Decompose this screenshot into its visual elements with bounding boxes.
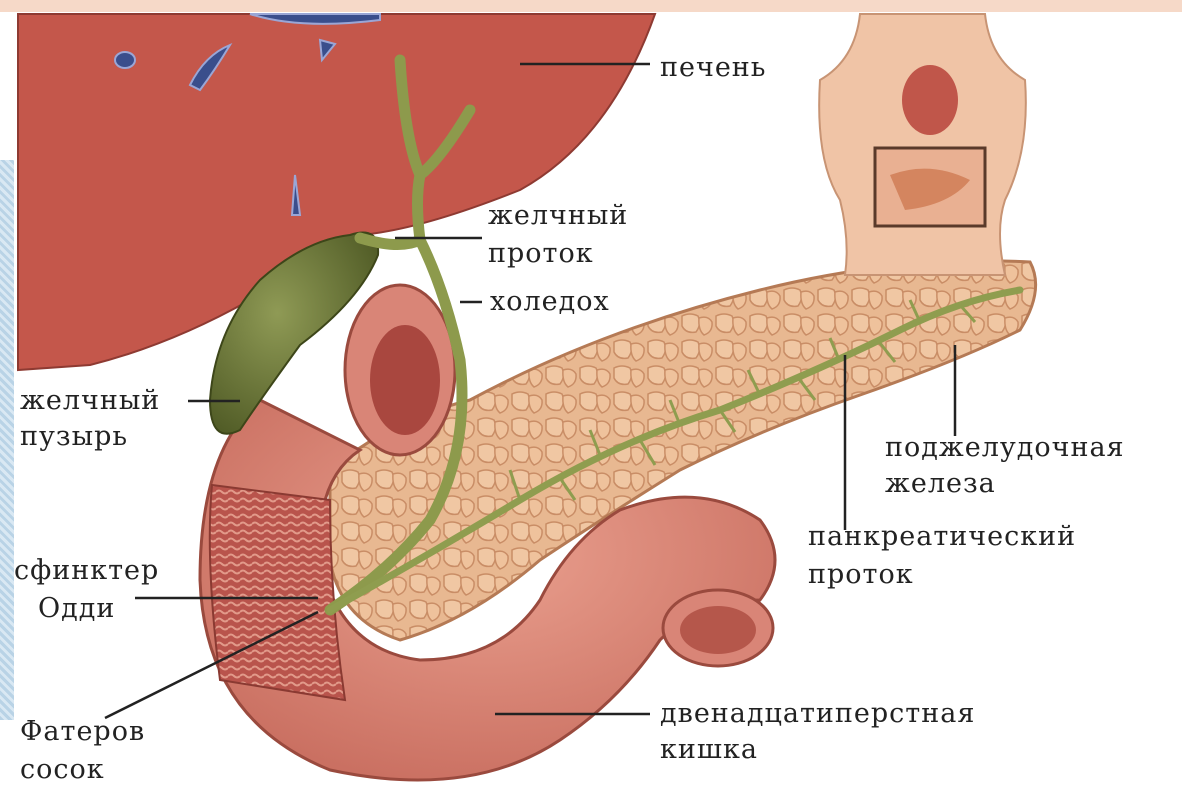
label-papilla-line1: Фатеров	[20, 716, 145, 748]
label-duodenum-line1: двенадцатиперстная	[660, 698, 975, 730]
label-papilla-line2: сосок	[20, 754, 105, 786]
label-bile-duct-line1: желчный	[488, 200, 628, 232]
label-liver: печень	[660, 52, 767, 84]
inset-torso	[819, 14, 1026, 275]
label-gallbladder-line1: желчный	[20, 385, 160, 417]
label-pancreas-line1: поджелудочная	[885, 432, 1125, 464]
label-gallbladder-line2: пузырь	[20, 421, 128, 453]
label-bile-duct-line2: проток	[488, 238, 594, 270]
label-choledoch: холедох	[490, 286, 610, 318]
label-pancreatic-duct-line1: панкреатический	[808, 521, 1076, 553]
label-sphincter-line2: Одди	[38, 593, 115, 625]
label-pancreas-line2: железа	[885, 468, 996, 500]
duodenum-open-wall	[210, 485, 345, 700]
label-pancreatic-duct-line2: проток	[808, 559, 914, 591]
label-duodenum-line2: кишка	[660, 734, 758, 766]
label-sphincter-line1: сфинктер	[14, 555, 159, 587]
